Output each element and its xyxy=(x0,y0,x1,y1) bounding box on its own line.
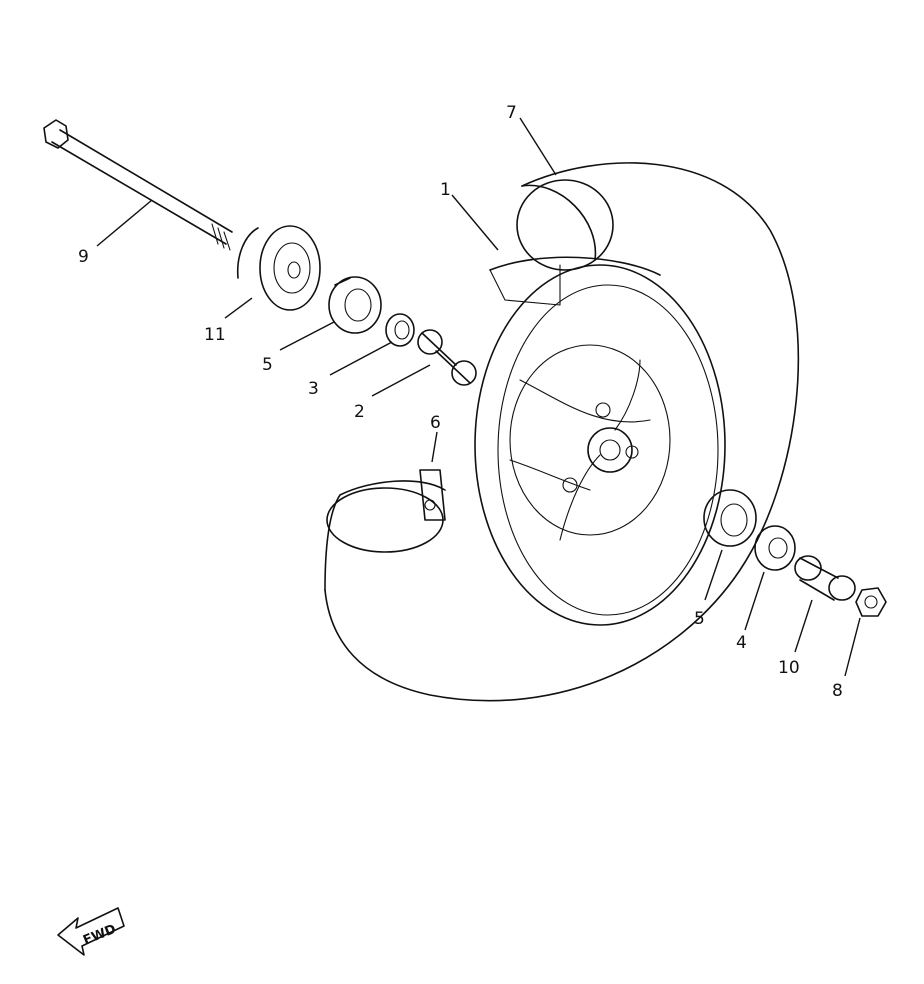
spacer-part xyxy=(417,329,477,386)
rim-part xyxy=(474,256,726,626)
arrow-left-icon xyxy=(57,907,125,956)
callout-9: 9 xyxy=(78,247,89,267)
callout-10: 10 xyxy=(778,658,800,678)
bearing-left-part xyxy=(328,276,382,334)
hub-part xyxy=(562,402,639,493)
callout-7: 7 xyxy=(506,103,517,123)
callout-3: 3 xyxy=(308,379,319,399)
bearing-right-part xyxy=(703,489,757,547)
tire-part xyxy=(324,162,800,702)
callout-6: 6 xyxy=(430,413,441,433)
callout-2: 2 xyxy=(354,402,365,422)
callout-8: 8 xyxy=(832,681,843,701)
collar-part xyxy=(754,525,796,571)
axle-bolt-part xyxy=(43,119,233,251)
callout-11: 11 xyxy=(204,325,226,345)
nut-part xyxy=(855,587,887,617)
callout-5-left: 5 xyxy=(262,355,273,375)
oil-seal-part xyxy=(385,313,415,347)
callout-4: 4 xyxy=(736,633,747,653)
valve-part xyxy=(419,469,446,521)
callout-5-right: 5 xyxy=(694,609,705,629)
callout-1: 1 xyxy=(440,180,451,200)
leader-lines xyxy=(96,117,861,677)
fwd-direction-marker: FWD xyxy=(57,907,125,956)
fwd-label: FWD xyxy=(81,922,118,949)
axle-spacer-part xyxy=(794,555,856,601)
flange-collar-part xyxy=(236,225,321,311)
